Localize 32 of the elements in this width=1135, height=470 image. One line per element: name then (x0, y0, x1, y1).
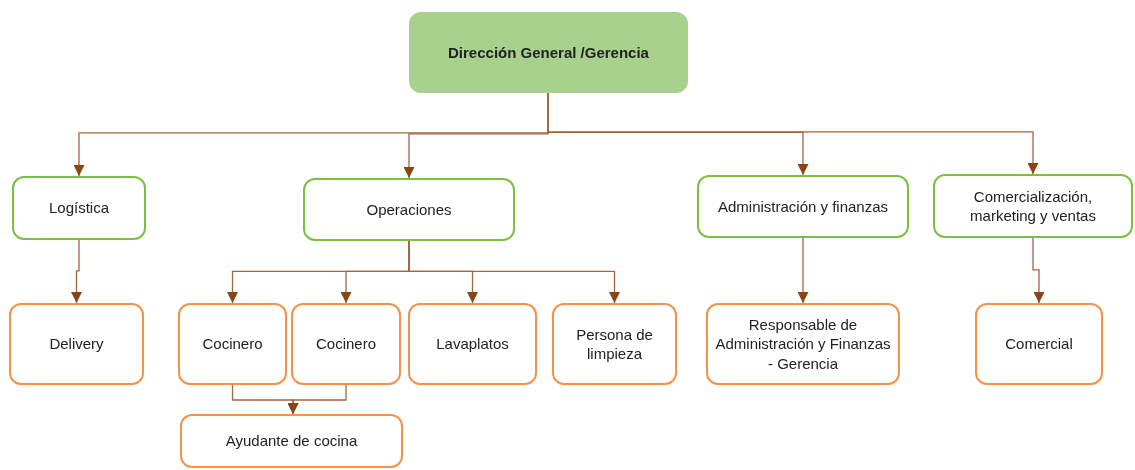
node-label: Administración y finanzas (717, 196, 889, 217)
node-label: Operaciones (366, 199, 452, 220)
connector-arrow (1032, 237, 1045, 304)
org-box (291, 303, 401, 385)
org-box (933, 174, 1133, 238)
connector-arrow (547, 92, 1039, 175)
org-box (178, 303, 287, 385)
org-box (303, 178, 515, 241)
node-label: Responsable de Administración y Finanzas - Gerencia (714, 314, 892, 374)
node-label: Dirección General /Gerencia (448, 42, 649, 63)
node-label: Logística (48, 198, 109, 218)
org-box (9, 303, 144, 385)
connector-arrow (797, 237, 809, 304)
org-box (697, 175, 909, 238)
connector-arrow (71, 239, 82, 304)
node-label: Cocinero (202, 334, 263, 354)
node-label: Lavaplatos (436, 334, 509, 354)
node-label: Delivery (49, 334, 104, 354)
connector-arrow (408, 240, 620, 304)
node-label: Ayudante de cocina (225, 431, 358, 451)
node-label: Comercial (1005, 334, 1073, 354)
org-box (975, 303, 1103, 385)
node-label: Persona de limpieza (575, 324, 654, 364)
connector-arrow (287, 384, 347, 415)
node-label: Comercialización, marketing y ventas (969, 186, 1097, 226)
node-label: Cocinero (316, 334, 376, 354)
org-box (408, 303, 537, 385)
org-box (552, 303, 677, 385)
org-box (706, 303, 900, 385)
top-box (409, 12, 688, 93)
org-box (180, 414, 403, 468)
org-box (12, 176, 146, 240)
